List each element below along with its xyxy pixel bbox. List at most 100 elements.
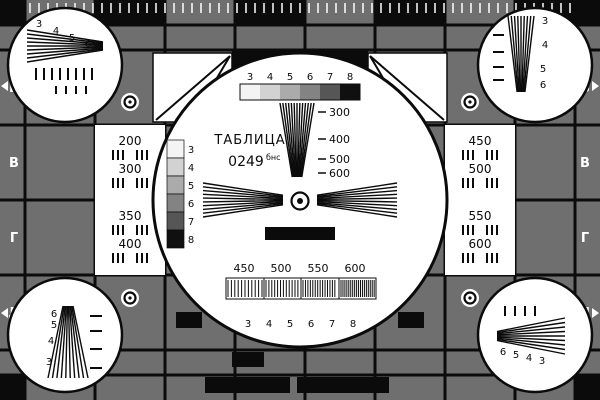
wedge-label: 3	[36, 19, 42, 30]
wedge-label: 6	[51, 309, 57, 320]
wedge-label: 6	[500, 347, 506, 358]
burst-bars	[486, 253, 498, 263]
corner-circle-top-right: 3 4 5 6	[476, 6, 594, 124]
scale-label: 7	[329, 319, 335, 330]
wedge-label: 5	[513, 350, 519, 361]
scale-label: 4	[188, 163, 194, 174]
burst-bars	[462, 253, 474, 263]
scale-label: 3	[245, 319, 251, 330]
scale-label: 5	[188, 181, 194, 192]
top-tick-marks	[29, 3, 571, 13]
burst-bars	[112, 150, 124, 160]
burst-bars	[136, 253, 148, 263]
burst-bars	[486, 150, 498, 160]
burst-bars	[112, 178, 124, 188]
wedge-label: 6	[540, 80, 546, 91]
edge-letter: Г	[10, 231, 18, 246]
edge-arrow-icon	[1, 81, 8, 91]
calibration-mark-icon	[121, 289, 139, 307]
resolution-wedge	[47, 305, 89, 379]
wedge-ticks	[35, 68, 93, 80]
wedge-label: 4	[526, 353, 532, 364]
resolution-wedge	[26, 29, 104, 63]
freq-number: 400	[119, 237, 142, 251]
burst-bars	[486, 225, 498, 235]
scale-label: 7	[188, 217, 194, 228]
scale-label: 6	[308, 319, 314, 330]
freq-label: 450	[234, 262, 255, 275]
calibration-mark-icon	[121, 93, 139, 111]
vertical-resolution-wedge	[279, 102, 315, 178]
calibration-mark-icon	[461, 289, 479, 307]
wedge-label: 5	[51, 320, 57, 331]
burst-bars	[112, 253, 124, 263]
frequency-burst-strip	[225, 277, 377, 300]
burst-bars	[136, 150, 148, 160]
wedge-label: 5	[69, 33, 75, 44]
burst-bars	[486, 178, 498, 188]
scale-label: 4	[267, 72, 273, 83]
lines-label: 600	[329, 167, 350, 180]
burst-bars	[136, 178, 148, 188]
calibration-mark-icon	[461, 93, 479, 111]
scale-label: 4	[266, 319, 272, 330]
scale-label: 7	[327, 72, 333, 83]
wedge-label: 4	[48, 336, 54, 347]
resolution-wedge	[507, 15, 535, 93]
wedge-label: 5	[540, 64, 546, 75]
burst-bars	[462, 178, 474, 188]
corner-circle-bottom-left: 6 5 4 3	[6, 276, 124, 394]
freq-number: 350	[119, 209, 142, 223]
edge-letter: В	[580, 156, 590, 171]
edge-arrow-icon	[592, 81, 599, 91]
wedge-label: 4	[542, 40, 548, 51]
scale-label: 8	[350, 319, 356, 330]
lines-label: 400	[329, 133, 350, 146]
resolution-wedge	[496, 317, 566, 355]
burst-bars	[136, 225, 148, 235]
wedge-label: 3	[46, 357, 52, 368]
scale-label: 8	[188, 235, 194, 246]
center-target-icon	[290, 191, 310, 211]
lines-label: 300	[329, 106, 350, 119]
center-circle: 3 4 5 6 7 8 ТАБЛИЦА 0249 бнс 300 400 500…	[151, 51, 449, 349]
freq-number: 550	[469, 209, 492, 223]
freq-number: 600	[469, 237, 492, 251]
lines-label: 500	[329, 153, 350, 166]
freq-label: 600	[345, 262, 366, 275]
bottom-black-bars	[176, 312, 424, 393]
scale-label: 6	[188, 199, 194, 210]
card-code-suffix: бнс	[266, 153, 281, 162]
freq-label: 550	[308, 262, 329, 275]
wedge-ticks	[504, 306, 536, 316]
freq-number: 450	[469, 134, 492, 148]
scale-label: 5	[287, 319, 293, 330]
wedge-label: 3	[539, 356, 545, 367]
reference-black-bar	[265, 227, 335, 240]
wedge-ticks	[55, 86, 87, 94]
edge-arrow-icon	[1, 308, 8, 318]
wedge-label-ticks	[318, 111, 326, 174]
wedge-ticks	[90, 315, 102, 369]
freq-number: 500	[469, 162, 492, 176]
wedge-ticks	[493, 34, 504, 81]
grayscale-strip-top	[239, 83, 361, 101]
burst-bars	[462, 150, 474, 160]
wedge-label: 3	[542, 16, 548, 27]
edge-arrow-icon	[592, 308, 599, 318]
freq-label: 500	[271, 262, 292, 275]
corner-circle-top-left: 3 4 5 6	[6, 6, 124, 124]
scale-label: 3	[188, 145, 194, 156]
horizontal-wedge-right	[316, 182, 398, 218]
card-code: 0249	[228, 154, 264, 170]
edge-letter: В	[9, 156, 19, 171]
card-title: ТАБЛИЦА	[213, 133, 285, 148]
edge-letter: Г	[581, 231, 589, 246]
horizontal-wedge-left	[202, 182, 284, 218]
grayscale-ladder-left	[166, 139, 185, 249]
freq-number: 200	[119, 134, 142, 148]
corner-circle-bottom-right: 6 5 4 3	[476, 276, 594, 394]
right-frequency-panel: 450 500 550 600	[445, 125, 515, 275]
